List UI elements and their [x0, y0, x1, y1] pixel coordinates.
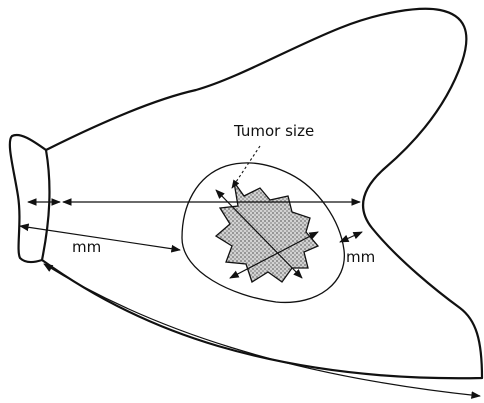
specimen-lobe [10, 135, 46, 262]
left-mm-label: mm [72, 238, 101, 256]
tumor-label-pointer [232, 146, 260, 188]
right-mm-label: mm [346, 248, 375, 266]
right-margin-arrow [340, 232, 362, 242]
bottom-edge-arrow [44, 264, 480, 396]
tumor-size-label: Tumor size [233, 122, 314, 140]
tumor [216, 182, 318, 282]
